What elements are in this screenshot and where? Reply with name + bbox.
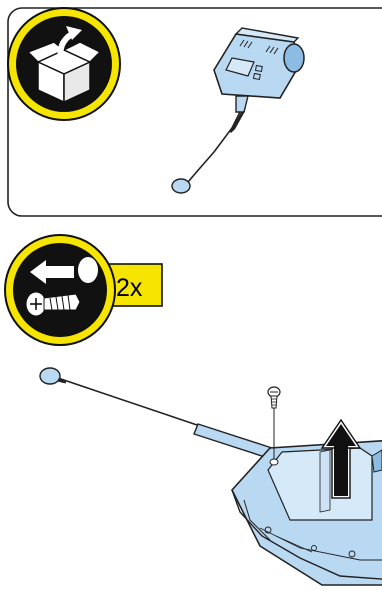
remove-screw-icon: [5, 235, 115, 345]
screw: [268, 387, 280, 408]
antenna-sleeve: [194, 424, 272, 458]
count-label: 2x: [116, 274, 143, 302]
step2-header: 2x: [5, 235, 162, 345]
step1-panel: [8, 8, 382, 216]
step2-diagram: [40, 368, 382, 585]
unpack-box-icon: [8, 8, 120, 120]
cable-tip: [40, 368, 60, 384]
screw-hole: [270, 459, 278, 465]
cable-tip: [172, 179, 190, 193]
device-housing: [232, 440, 382, 585]
